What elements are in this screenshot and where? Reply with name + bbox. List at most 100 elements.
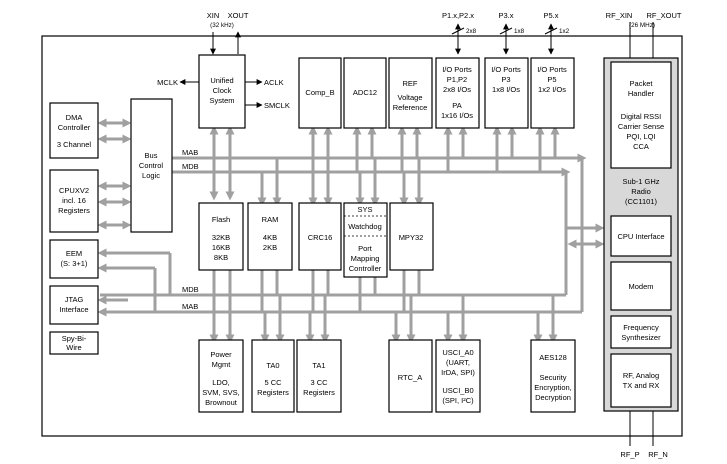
svg-text:3 Channel: 3 Channel: [57, 140, 92, 149]
svg-text:incl. 16: incl. 16: [62, 196, 86, 205]
svg-text:Interface: Interface: [59, 305, 88, 314]
svg-text:Logic: Logic: [142, 171, 160, 180]
mdb-label-lower: MDB: [182, 285, 199, 294]
svg-text:Spy-Bi-: Spy-Bi-: [62, 334, 87, 343]
svg-text:3 CC: 3 CC: [310, 378, 328, 387]
mdb-label-upper: MDB: [182, 162, 199, 171]
svg-text:Frequency: Frequency: [623, 323, 659, 332]
ref-voltage-reference: REF Voltage Reference: [388, 57, 433, 129]
svg-text:TX and RX: TX and RX: [623, 381, 660, 390]
comp-b: Comp_B: [298, 57, 342, 129]
mpy32: MPY32: [389, 202, 434, 271]
svg-text:LDO,: LDO,: [212, 378, 230, 387]
svg-text:DMA: DMA: [66, 113, 83, 122]
rf-xin-label: RF_XIN: [606, 11, 633, 20]
svg-text:Registers: Registers: [257, 388, 289, 397]
rf-xout-label: RF_XOUT: [646, 11, 681, 20]
svg-text:(S: 3+1): (S: 3+1): [61, 259, 88, 268]
svg-text:8KB: 8KB: [214, 253, 228, 262]
power-management: Power Mgmt LDO, SVM, SVS, Brownout: [198, 339, 244, 413]
svg-text:I/O Ports: I/O Ports: [442, 65, 472, 74]
svg-text:Port: Port: [358, 244, 373, 253]
svg-text:Brownout: Brownout: [205, 398, 238, 407]
xin-label: XIN: [207, 11, 220, 20]
bus-control-logic: Bus Control Logic: [130, 98, 173, 233]
svg-text:5 CC: 5 CC: [264, 378, 282, 387]
svg-text:Power: Power: [210, 350, 232, 359]
svg-text:Carrier Sense: Carrier Sense: [618, 122, 664, 131]
timer-ta0: TA0 5 CC Registers: [251, 339, 295, 413]
jtag-interface: JTAG Interface: [49, 285, 99, 325]
p3x-label: P3.x: [498, 11, 513, 20]
svg-text:Controller: Controller: [349, 264, 382, 273]
sys-watchdog-portmap: SYS Watchdog Port Mapping Controller: [343, 202, 388, 278]
svg-text:16KB: 16KB: [212, 243, 230, 252]
eem-block: EEM (S: 3+1): [49, 239, 99, 279]
svg-text:Flash: Flash: [212, 215, 230, 224]
svg-text:Security: Security: [539, 373, 566, 382]
svg-text:Encryption,: Encryption,: [534, 383, 572, 392]
sub1ghz-radio: Packet Handler Digital RSSI Carrier Sens…: [603, 57, 679, 412]
aclk-label: ACLK: [264, 78, 284, 87]
svg-text:JTAG: JTAG: [65, 295, 84, 304]
mab-label-lower: MAB: [182, 302, 198, 311]
svg-text:SYS: SYS: [357, 205, 372, 214]
svg-text:Digital RSSI: Digital RSSI: [621, 112, 661, 121]
svg-text:Mapping: Mapping: [351, 254, 380, 263]
svg-text:Registers: Registers: [303, 388, 335, 397]
svg-text:P1,P2: P1,P2: [447, 75, 467, 84]
svg-text:P5: P5: [547, 75, 556, 84]
radio-cpu-interface: CPU Interface: [617, 232, 664, 241]
svg-text:Voltage: Voltage: [397, 93, 422, 102]
svg-text:4KB: 4KB: [263, 233, 277, 242]
rf-p-label: RF_P: [620, 450, 639, 459]
spy-bi-wire: Spy-Bi- Wire: [49, 331, 99, 355]
xtal-freq-label: (32 kHz): [210, 22, 234, 29]
svg-text:SVM, SVS,: SVM, SVS,: [202, 388, 240, 397]
svg-text:Controller: Controller: [58, 123, 91, 132]
svg-text:TA0: TA0: [266, 361, 279, 370]
smclk-label: SMCLK: [264, 101, 290, 110]
internal-buses: [97, 118, 605, 344]
svg-text:CCA: CCA: [633, 142, 649, 151]
svg-text:System: System: [209, 96, 234, 105]
ram: RAM 4KB 2KB: [247, 202, 293, 271]
svg-text:AES128: AES128: [539, 353, 567, 362]
svg-text:PQI, LQI: PQI, LQI: [626, 132, 655, 141]
svg-text:ADC12: ADC12: [353, 88, 377, 97]
svg-text:Packet: Packet: [630, 79, 654, 88]
dma-controller: DMA Controller 3 Channel: [49, 102, 99, 159]
mab-label-upper: MAB: [182, 148, 198, 157]
svg-text:32KB: 32KB: [212, 233, 230, 242]
svg-text:CPUXV2: CPUXV2: [59, 186, 89, 195]
svg-text:RAM: RAM: [262, 215, 279, 224]
svg-text:PA: PA: [452, 101, 461, 110]
chip-outline: [41, 35, 683, 437]
svg-text:Wire: Wire: [66, 343, 81, 352]
aes128: AES128 Security Encryption, Decryption: [530, 339, 576, 413]
svg-text:Decryption: Decryption: [535, 393, 571, 402]
adc12: ADC12: [343, 57, 387, 129]
usci-modules: USCI_A0 (UART, IrDA, SPI) USCI_B0 (SPI, …: [435, 339, 481, 413]
svg-text:I/O Ports: I/O Ports: [491, 65, 521, 74]
svg-text:REF: REF: [403, 79, 418, 88]
svg-text:CRC16: CRC16: [308, 233, 333, 242]
svg-text:(SPI, I²C): (SPI, I²C): [442, 396, 474, 405]
timer-ta1: TA1 3 CC Registers: [296, 339, 342, 413]
svg-text:TA1: TA1: [312, 361, 325, 370]
xout-label: XOUT: [228, 11, 249, 20]
svg-text:Clock: Clock: [213, 86, 232, 95]
svg-text:1x8 I/Os: 1x8 I/Os: [492, 85, 520, 94]
svg-text:Control: Control: [139, 161, 164, 170]
svg-text:Comp_B: Comp_B: [305, 88, 334, 97]
svg-text:Registers: Registers: [58, 206, 90, 215]
io-ports-p1-p2: I/O Ports P1,P2 2x8 I/Os PA 1x16 I/Os: [435, 57, 480, 129]
svg-text:Unified: Unified: [210, 76, 233, 85]
mclk-label: MCLK: [157, 78, 178, 87]
svg-text:1x2 I/Os: 1x2 I/Os: [538, 85, 566, 94]
svg-text:(UART,: (UART,: [446, 358, 470, 367]
rtc-a: RTC_A: [388, 339, 433, 413]
svg-text:Reference: Reference: [393, 103, 428, 112]
svg-text:I/O Ports: I/O Ports: [537, 65, 567, 74]
